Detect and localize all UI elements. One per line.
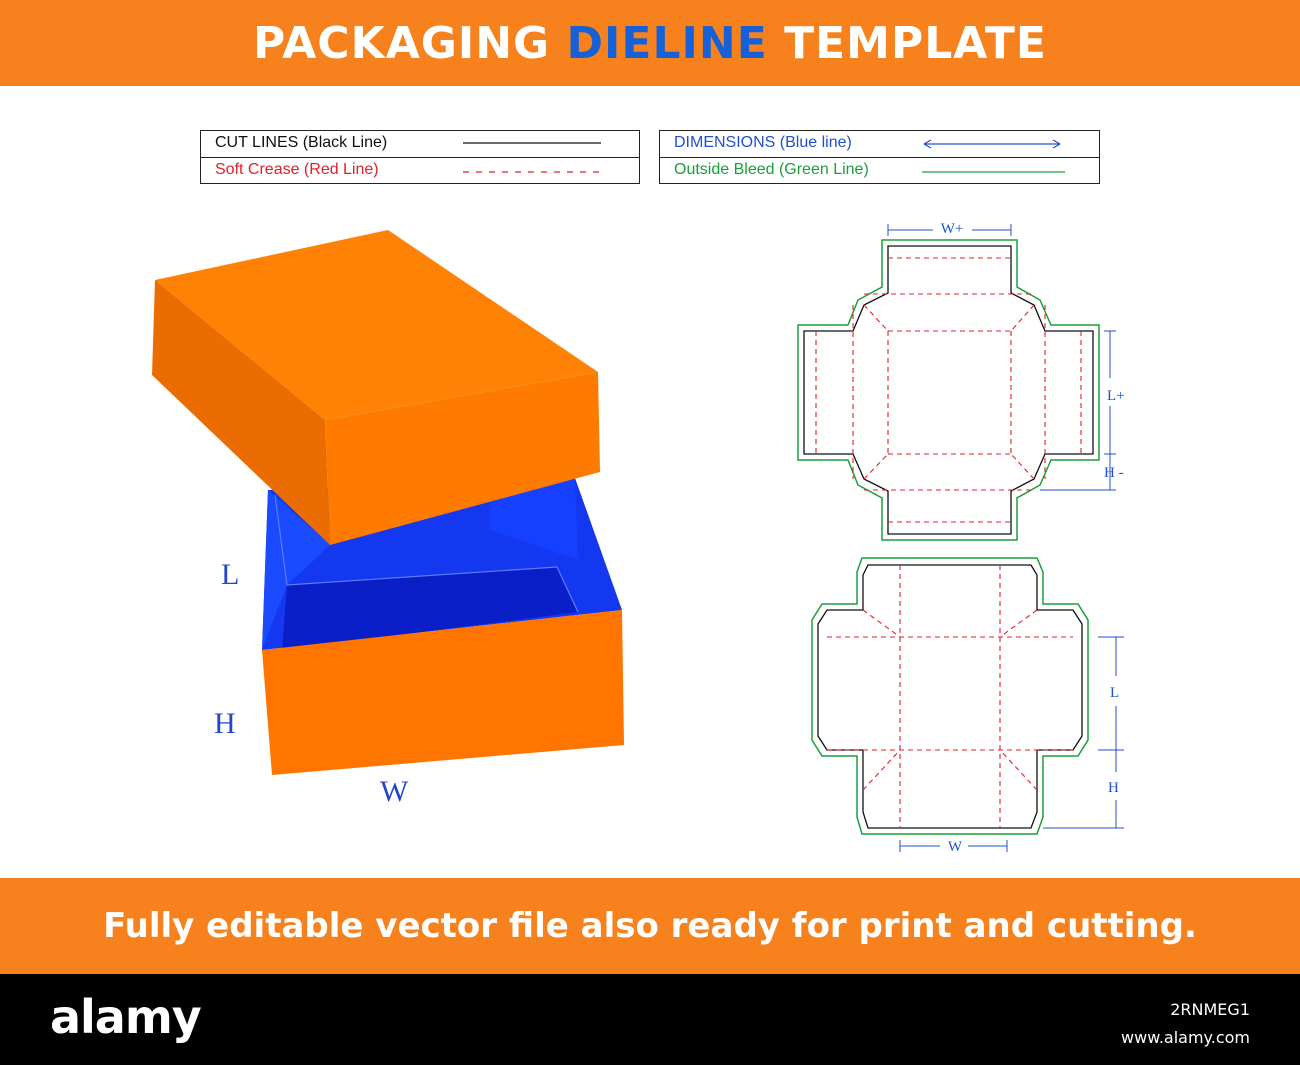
dimension-line-sample xyxy=(923,139,1061,149)
lid-width-label: W+ xyxy=(941,221,964,237)
legend-crease-label: Soft Crease (Red Line) xyxy=(215,161,379,178)
stock-logo: alamy xyxy=(50,990,202,1044)
lid-length-label: L+ xyxy=(1107,388,1125,404)
base-dieline xyxy=(811,557,1124,852)
stock-image-id: 2RNMEG1 xyxy=(1170,1000,1250,1019)
lid-dimension-lines xyxy=(887,224,1116,491)
lid-left-face xyxy=(152,280,330,545)
lid-bleed-line xyxy=(797,239,1100,541)
base-inner-floor xyxy=(282,567,578,650)
lid-dieline xyxy=(797,224,1116,541)
base-cut-line xyxy=(817,564,1083,829)
base-crease-lines xyxy=(827,565,1073,828)
bottom-banner: Fully editable vector file also ready fo… xyxy=(0,878,1300,974)
lid-crease-lines xyxy=(815,257,1082,523)
lid-front-face xyxy=(325,372,600,545)
dieline-drawing: W+ L+ H - L H W xyxy=(797,221,1125,855)
lid-cut-line xyxy=(803,245,1094,535)
legend-row-cut: CUT LINES (Black Line) xyxy=(201,131,639,157)
footer-text: Fully editable vector file also ready fo… xyxy=(103,906,1197,946)
legend-row-dimensions: DIMENSIONS (Blue line) xyxy=(660,131,1099,157)
base-inner-edge xyxy=(274,494,579,613)
banner-title: PACKAGING DIELINE TEMPLATE xyxy=(253,18,1047,69)
legend-row-bleed: Outside Bleed (Green Line) xyxy=(660,157,1099,183)
box-width-label: W xyxy=(380,775,409,808)
legend-dimensions-label: DIMENSIONS (Blue line) xyxy=(674,134,852,151)
title-part2: TEMPLATE xyxy=(784,17,1047,69)
legend-cut-label: CUT LINES (Black Line) xyxy=(215,134,388,151)
title-accent: DIELINE xyxy=(566,17,768,69)
base-bleed-line xyxy=(811,557,1089,835)
box-length-label: L xyxy=(221,558,240,591)
base-inner-right-wall xyxy=(490,478,578,560)
lid-top-face xyxy=(155,230,598,420)
stock-site: www.alamy.com xyxy=(1121,1028,1250,1047)
stock-image-info: 2RNMEG1 www.alamy.com xyxy=(1121,996,1250,1052)
legend-row-crease: Soft Crease (Red Line) xyxy=(201,157,639,183)
lid-edge xyxy=(324,371,599,421)
base-dimension-lines xyxy=(899,636,1124,852)
base-width-label: W xyxy=(948,839,963,855)
stock-watermark-bar: alamy 2RNMEG1 www.alamy.com xyxy=(0,974,1300,1065)
base-height-label: H xyxy=(1108,780,1119,796)
crease-line-sample xyxy=(463,171,601,173)
box-height-label: H xyxy=(214,707,236,740)
legend-table-left: CUT LINES (Black Line) Soft Crease (Red … xyxy=(200,130,640,184)
base-length-label: L xyxy=(1110,685,1119,701)
box-illustration xyxy=(152,230,624,775)
base-front-face xyxy=(262,610,624,775)
title-part1: PACKAGING xyxy=(253,17,551,69)
legend-bleed-label: Outside Bleed (Green Line) xyxy=(674,161,869,178)
lid-height-label: H - xyxy=(1104,465,1124,481)
top-banner: PACKAGING DIELINE TEMPLATE xyxy=(0,0,1300,86)
bleed-line-sample xyxy=(922,171,1065,173)
legend-table-right: DIMENSIONS (Blue line) Outside Bleed (Gr… xyxy=(659,130,1100,184)
base-inner-left-wall xyxy=(262,490,330,650)
cut-line-sample xyxy=(463,142,601,144)
